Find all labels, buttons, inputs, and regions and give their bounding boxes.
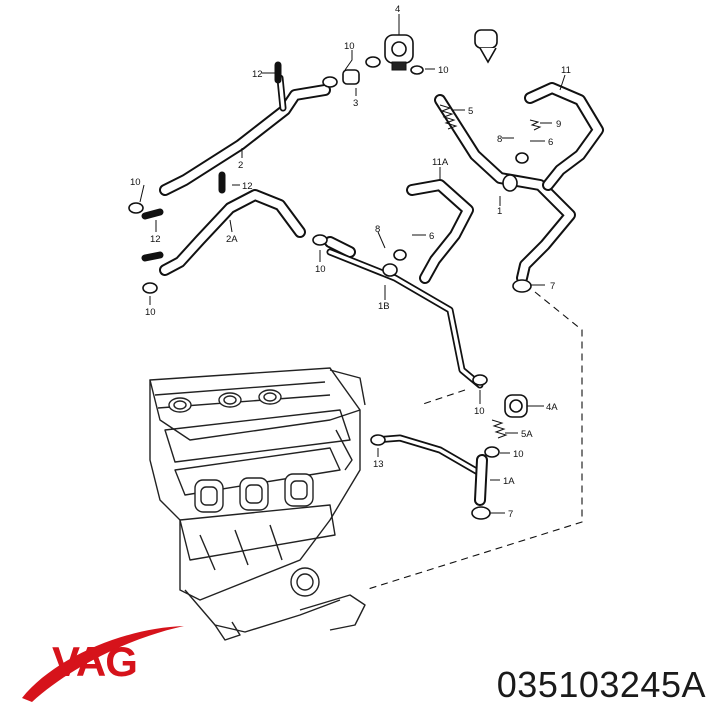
- callout-1: 1: [497, 206, 502, 217]
- hose-2: [159, 74, 331, 196]
- callout-labels: 4 10 10 12 3 11 5 9 8 6 2 11A 10 12 1 12…: [130, 4, 571, 520]
- hose-11A: [406, 179, 474, 284]
- callout-6: 6: [429, 231, 434, 242]
- valve-4: [384, 34, 414, 71]
- hose-2A: [159, 189, 356, 276]
- callout-12: 12: [150, 234, 161, 245]
- reference-lines: [364, 291, 583, 591]
- callout-9: 9: [556, 119, 561, 130]
- bolts: [141, 61, 282, 262]
- callout-8: 8: [375, 224, 380, 235]
- logo-text: VAG: [52, 638, 137, 685]
- callout-1A: 1A: [503, 476, 515, 487]
- callout-7: 7: [508, 509, 513, 520]
- callout-2A: 2A: [226, 234, 238, 245]
- vag-logo: VAG: [22, 626, 184, 702]
- callout-10: 10: [130, 177, 141, 188]
- callout-10: 10: [344, 41, 355, 52]
- clamps: [128, 56, 532, 520]
- callout-7: 7: [550, 281, 555, 292]
- callout-5A: 5A: [521, 429, 533, 440]
- callout-13: 13: [373, 459, 384, 470]
- tube-1B: [326, 248, 484, 389]
- springs: [439, 104, 542, 439]
- callout-10: 10: [315, 264, 326, 275]
- callout-11A: 11A: [432, 157, 449, 168]
- callout-12: 12: [252, 69, 263, 80]
- logo-swoosh: [22, 626, 184, 702]
- callout-12: 12: [242, 181, 253, 192]
- callout-10: 10: [145, 307, 156, 318]
- callout-3: 3: [353, 98, 358, 109]
- callout-4A: 4A: [546, 402, 558, 413]
- callout-6: 6: [548, 137, 553, 148]
- valve-4A: [504, 394, 528, 418]
- hose-1: [434, 94, 576, 284]
- callout-10: 10: [513, 449, 524, 460]
- connector-top-right: [474, 29, 498, 64]
- engine-block: [149, 367, 366, 641]
- callout-2: 2: [238, 160, 243, 171]
- tube-13: [371, 434, 488, 506]
- callout-5: 5: [468, 106, 473, 117]
- part-number: 035103245A: [496, 664, 706, 705]
- callout-11: 11: [561, 65, 571, 76]
- callout-10: 10: [474, 406, 485, 417]
- callout-1B: 1B: [378, 301, 390, 312]
- callout-10: 10: [438, 65, 449, 76]
- callout-8: 8: [497, 134, 502, 145]
- callout-4: 4: [395, 4, 400, 15]
- hose-11: [524, 82, 604, 191]
- leader-lines: [139, 14, 566, 514]
